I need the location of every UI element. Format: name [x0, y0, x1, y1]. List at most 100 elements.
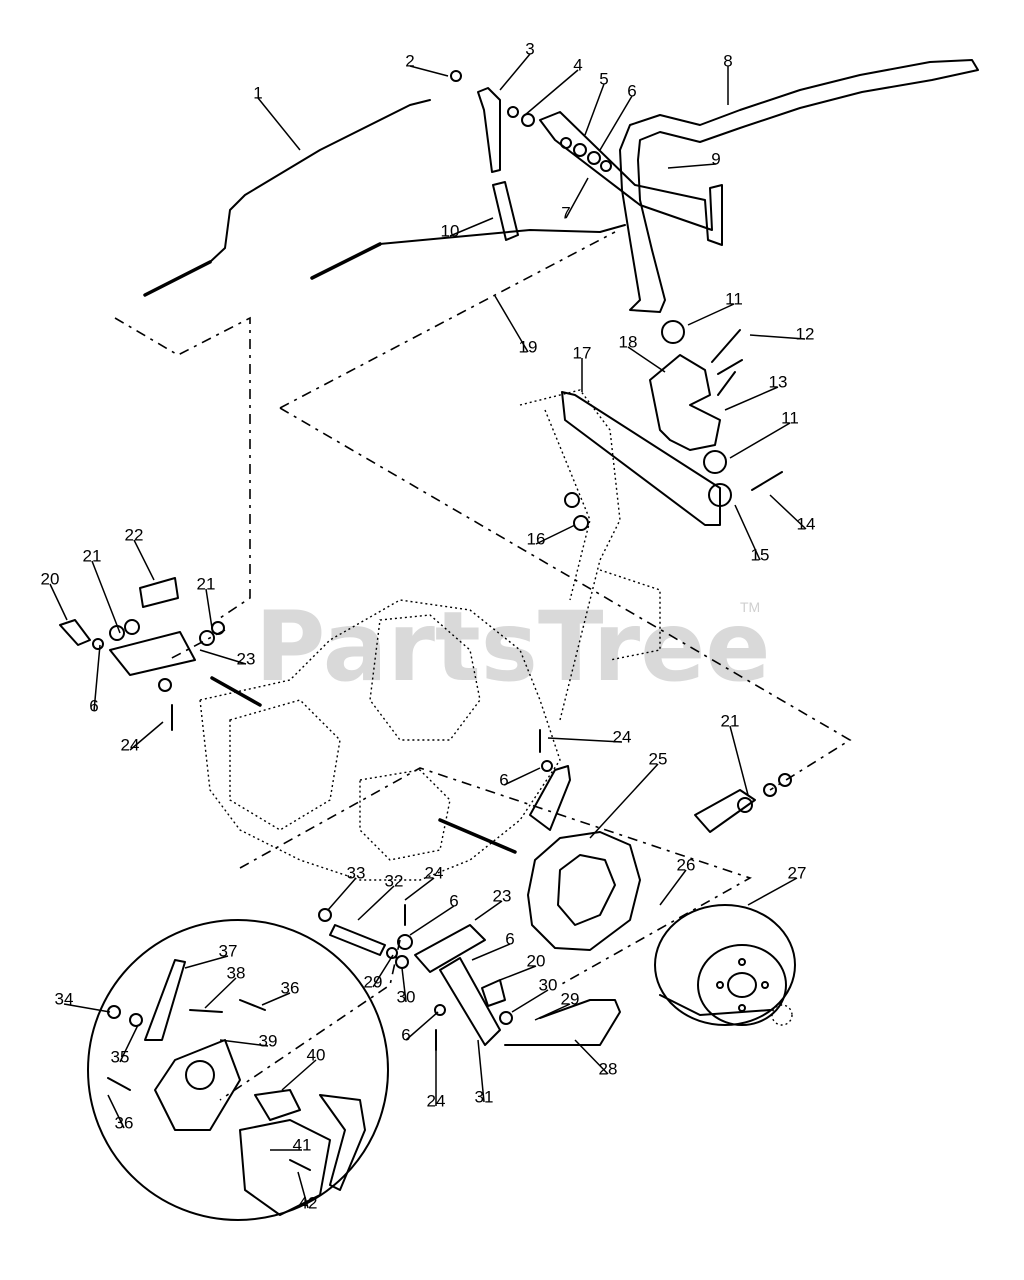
- callout-c20b: 20: [527, 951, 546, 970]
- callout-c27: 27: [788, 863, 807, 882]
- callout-c29a: 29: [364, 972, 383, 991]
- callout-c35: 35: [111, 1047, 130, 1066]
- leader-c6b: [503, 767, 541, 786]
- callout-c6e: 6: [401, 1025, 410, 1044]
- leader-c21a: [91, 560, 121, 634]
- leader-c15: [734, 504, 761, 561]
- leader-c7: [565, 177, 589, 219]
- callout-c24b: 24: [613, 727, 632, 746]
- leader-c23b: [474, 900, 503, 921]
- callout-c20: 20: [41, 569, 60, 588]
- leader-c24b: [547, 737, 623, 743]
- callout-c6d: 6: [505, 929, 514, 948]
- tube-sleeve: [492, 181, 519, 241]
- callout-c6b: 6: [499, 770, 508, 789]
- leader-c25: [589, 763, 659, 839]
- leader-c3: [499, 53, 531, 91]
- brake-drum: [654, 904, 796, 1026]
- callout-c17: 17: [573, 343, 592, 362]
- leader-c11a: [687, 303, 735, 326]
- control-rod: [143, 99, 431, 297]
- callout-c11a: 11: [725, 289, 743, 308]
- leader-c12: [749, 334, 806, 340]
- callout-leaders: [49, 53, 807, 1209]
- callout-c19: 19: [519, 337, 538, 356]
- axle-spline: [438, 818, 517, 854]
- leader-c29a: [372, 954, 394, 988]
- callout-c21b: 21: [197, 574, 216, 593]
- leader-c21c: [729, 725, 749, 796]
- leader-c14: [769, 494, 807, 530]
- callout-c7: 7: [561, 203, 570, 222]
- leader-c33: [327, 877, 357, 911]
- leader-c6e: [405, 1011, 439, 1041]
- brake-handle: [619, 59, 979, 313]
- leader-c2: [409, 65, 449, 77]
- leader-c28: [574, 1039, 609, 1075]
- leader-c4: [524, 69, 579, 116]
- leader-c6c: [409, 905, 455, 936]
- callout-c22: 22: [125, 525, 144, 544]
- callout-c40: 40: [307, 1045, 326, 1064]
- callout-c4: 4: [573, 55, 582, 74]
- leader-c26: [659, 869, 687, 906]
- callout-c10: 10: [441, 221, 460, 240]
- leader-c6a: [93, 644, 101, 712]
- callout-c21c: 21: [721, 711, 740, 730]
- leader-c39: [219, 1039, 269, 1047]
- washer-set: [450, 70, 732, 507]
- brake-assembly: [527, 831, 641, 951]
- cotter-pin: [751, 471, 783, 491]
- leader-c10: [449, 217, 494, 237]
- callout-c6c: 6: [449, 891, 458, 910]
- leader-c19: [494, 295, 529, 353]
- left-linkage: [59, 577, 262, 731]
- leader-c32: [357, 885, 395, 921]
- callout-c25: 25: [649, 749, 668, 768]
- leader-c9: [667, 163, 717, 169]
- watermark: PartsTree: [255, 591, 770, 703]
- leader-c36a: [261, 992, 291, 1006]
- assembly-guide-lines: [114, 231, 852, 1101]
- brake-lever: [529, 729, 571, 831]
- mount-bracket: [539, 111, 723, 246]
- callout-c13: 13: [769, 372, 788, 391]
- callout-c9: 9: [711, 149, 720, 168]
- callout-c15: 15: [751, 545, 770, 564]
- callout-c32: 32: [385, 871, 404, 890]
- bolt-set: [711, 329, 743, 396]
- callout-c36a: 36: [281, 978, 300, 997]
- callout-c34: 34: [55, 989, 74, 1008]
- callout-c30b: 30: [539, 975, 558, 994]
- callout-c21a: 21: [83, 546, 102, 565]
- lever-arm: [477, 87, 501, 173]
- right-linkage: [694, 773, 792, 833]
- callout-c28: 28: [599, 1059, 618, 1078]
- callout-c11b: 11: [781, 408, 799, 427]
- leader-c24a: [129, 721, 164, 751]
- callout-c2: 2: [405, 51, 414, 70]
- callout-c14: 14: [797, 514, 816, 533]
- leader-c1: [257, 97, 301, 151]
- leader-c37: [184, 955, 229, 969]
- callout-c42: 42: [299, 1193, 318, 1212]
- leader-c40: [281, 1059, 317, 1091]
- callout-c18: 18: [619, 332, 638, 351]
- callout-c6a: 6: [89, 696, 98, 715]
- leader-c21b: [205, 588, 213, 629]
- callout-c1: 1: [253, 83, 262, 102]
- leader-c11b: [729, 422, 791, 459]
- leader-c34: [63, 1003, 111, 1013]
- leader-c30b: [511, 989, 549, 1013]
- leader-c6d: [471, 943, 511, 961]
- leader-c20b: [499, 965, 537, 981]
- callout-c39: 39: [259, 1031, 278, 1050]
- leader-c18: [627, 346, 666, 373]
- leader-c20: [49, 583, 68, 621]
- watermark-trademark: TM: [740, 599, 760, 615]
- callout-c23a: 23: [237, 649, 256, 668]
- callout-c12: 12: [796, 324, 815, 343]
- transaxle-housing: [199, 389, 661, 881]
